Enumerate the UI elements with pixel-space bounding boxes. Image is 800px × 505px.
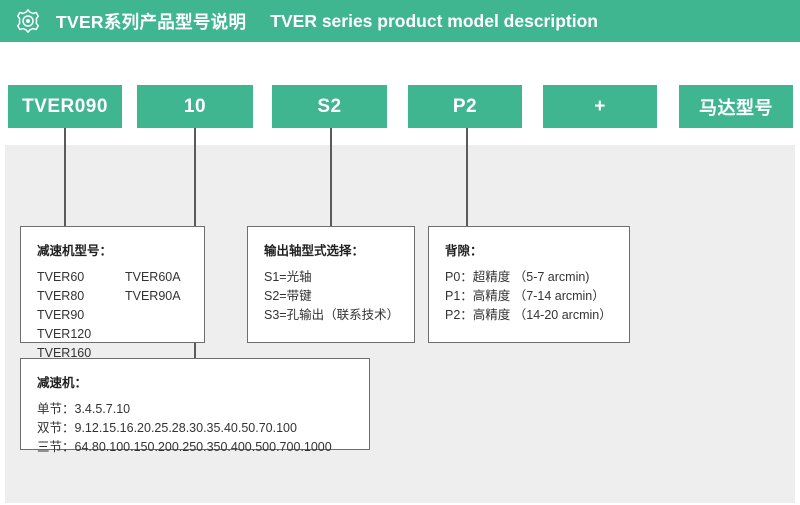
gearbox-model-value: TVER60 [37, 270, 85, 284]
code-segment-ratio[interactable]: 10 [137, 85, 253, 128]
code-segment-label: TVER090 [22, 95, 108, 117]
info-box-row: TVER90 [37, 306, 188, 325]
code-segment-plus[interactable]: + [543, 85, 657, 128]
info-box-row: TVER160 [37, 344, 188, 363]
output-shaft-option: S2=带键 [264, 289, 312, 303]
info-box-row: TVER80 TVER90A [37, 287, 188, 306]
gearbox-model-value: TVER120 [37, 327, 92, 341]
connector-line-backlash [466, 128, 468, 226]
gearbox-model-value [125, 306, 188, 325]
code-segment-label: 马达型号 [699, 97, 773, 118]
code-segment-output-shaft[interactable]: S2 [272, 85, 387, 128]
info-box-title: 输出轴型式选择： [264, 244, 365, 258]
info-box-title: 减速机： [37, 376, 88, 390]
backlash-option: P1：高精度 （7-14 arcmin） [445, 289, 605, 303]
code-segment-motor-model[interactable]: 马达型号 [679, 85, 793, 128]
gearbox-model-value: TVER80 [37, 289, 85, 303]
backlash-option: P0：超精度 （5-7 arcmin) [445, 270, 590, 284]
code-segment-label: + [594, 95, 606, 117]
ratio-option: 单节：3.4.5.7.10 [37, 402, 131, 416]
header-title-cn: TVER系列产品型号说明 [56, 11, 247, 32]
header-title-en: TVER series product model description [270, 10, 598, 31]
output-shaft-option: S3=孔输出（联系技术） [264, 308, 400, 322]
gearbox-model-value: TVER60A [125, 270, 181, 284]
info-box-backlash: 背隙： P0：超精度 （5-7 arcmin) P1：高精度 （7-14 arc… [428, 226, 630, 343]
info-box-row: TVER60 TVER60A [37, 268, 188, 287]
page-header: TVER系列产品型号说明 TVER series product model d… [0, 0, 800, 42]
code-segment-label: 10 [183, 95, 207, 117]
code-segment-label: S2 [317, 95, 342, 117]
info-box-row: TVER120 [37, 325, 188, 344]
ratio-option: 双节：9.12.15.16.20.25.28.30.35.40.50.70.10… [37, 421, 297, 435]
info-box-ratio: 减速机： 单节：3.4.5.7.10 双节：9.12.15.16.20.25.2… [20, 358, 370, 454]
output-shaft-option: S1=光轴 [264, 270, 312, 284]
gearbox-model-value [125, 325, 188, 344]
connector-line-output-shaft [330, 128, 332, 226]
code-segment-label: P2 [452, 95, 478, 117]
info-box-title: 减速机型号： [37, 244, 113, 258]
code-segment-gearbox-model[interactable]: TVER090 [8, 85, 122, 128]
gearbox-model-value: TVER90 [37, 308, 85, 322]
info-box-gearbox-model: 减速机型号： TVER60 TVER60A TVER80 TVER90A TVE… [20, 226, 205, 360]
info-box-output-shaft: 输出轴型式选择： S1=光轴 S2=带键 S3=孔输出（联系技术） [247, 226, 415, 343]
code-segment-backlash[interactable]: P2 [408, 85, 522, 128]
backlash-option: P2：高精度 （14-20 arcmin） [445, 308, 612, 322]
gearbox-model-value: TVER160 [37, 346, 92, 360]
connector-line-gearbox-model [64, 128, 66, 226]
ratio-option: 三节：64.80.100.150.200.250.350.400.500.700… [37, 440, 332, 454]
info-box-title: 背隙： [445, 244, 483, 258]
gear-icon [17, 9, 39, 33]
gearbox-model-value: TVER90A [125, 289, 181, 303]
